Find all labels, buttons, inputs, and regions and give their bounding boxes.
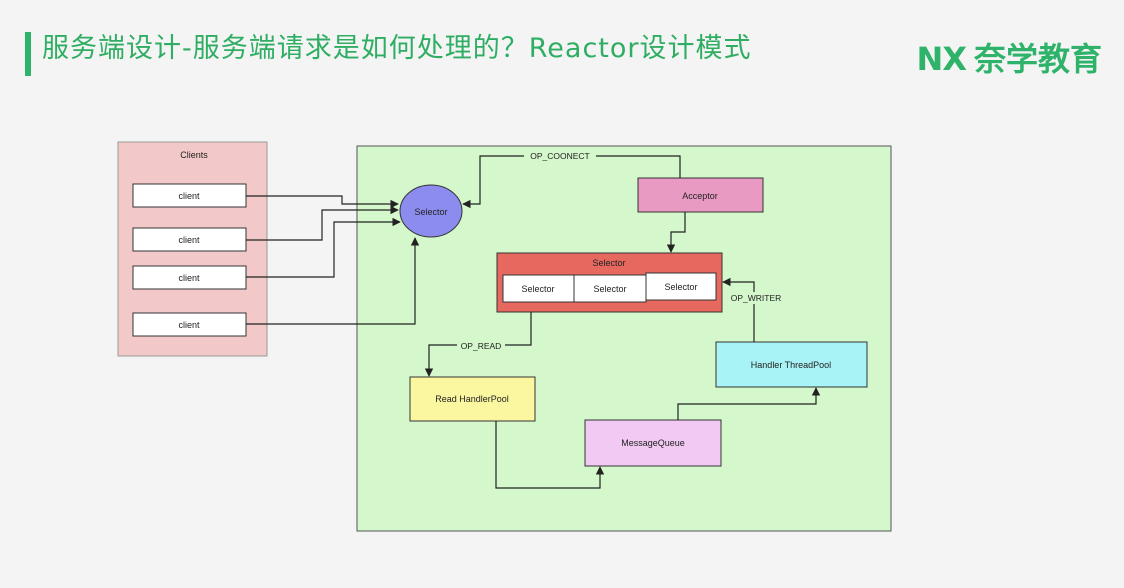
logo-text: 奈学教育 xyxy=(973,40,1102,78)
client-label: client xyxy=(178,273,200,283)
message-queue-label: MessageQueue xyxy=(621,438,685,448)
main-selector-label: Selector xyxy=(414,207,447,217)
client-box-4: client xyxy=(132,312,247,337)
edge-queue-handler xyxy=(677,387,821,420)
message-queue: MessageQueue xyxy=(584,419,722,467)
read-pool-label: Read HandlerPool xyxy=(435,394,509,404)
edge-client2-selector xyxy=(246,205,399,241)
edge-label-op-read: OP_READ xyxy=(461,341,502,351)
sub-selector-label: Selector xyxy=(664,282,697,292)
client-box-2: client xyxy=(132,227,247,252)
edge-read-queue xyxy=(495,421,605,489)
selector-group: Selector Selector Selector Selector xyxy=(496,252,723,313)
acceptor-box: Acceptor xyxy=(637,177,764,213)
logo-mark: NX xyxy=(916,40,967,78)
edge-client3-selector xyxy=(246,217,401,278)
edge-client4-selector xyxy=(246,237,420,325)
client-box-1: client xyxy=(132,183,247,208)
sub-selector-label: Selector xyxy=(593,284,626,294)
client-label: client xyxy=(178,191,200,201)
handler-thread-pool: Handler ThreadPool xyxy=(715,341,868,388)
edge-op-writer xyxy=(722,277,755,342)
client-box-3: client xyxy=(132,265,247,290)
edge-label-op-connect: OP_COONECT xyxy=(530,151,590,161)
client-label: client xyxy=(178,320,200,330)
page-title: 服务端设计-服务端请求是如何处理的？Reactor设计模式 xyxy=(42,33,752,64)
clients-title: Clients xyxy=(180,150,208,160)
sub-selector-label: Selector xyxy=(521,284,554,294)
main-selector: Selector xyxy=(399,184,463,238)
edge-label-op-writer: OP_WRITER xyxy=(731,293,782,303)
acceptor-label: Acceptor xyxy=(682,191,718,201)
handler-pool-label: Handler ThreadPool xyxy=(751,360,831,370)
edge-acceptor-selectorgroup xyxy=(666,212,686,253)
read-handler-pool: Read HandlerPool xyxy=(409,376,536,422)
title-accent-bar xyxy=(25,32,31,76)
edge-op-connect xyxy=(462,155,681,209)
client-label: client xyxy=(178,235,200,245)
edge-client1-selector xyxy=(246,195,399,209)
selector-group-title: Selector xyxy=(592,258,625,268)
